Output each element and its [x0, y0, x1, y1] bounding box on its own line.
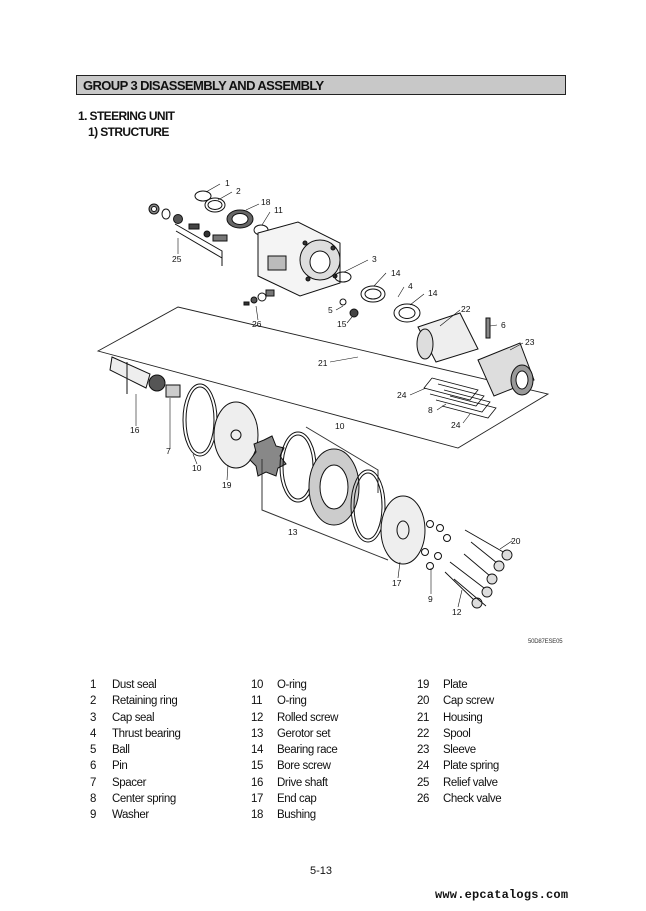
callout-14b: 14	[428, 288, 438, 298]
callout-3: 3	[372, 254, 377, 264]
callout-2: 2	[236, 186, 241, 196]
assembly-outline	[96, 306, 550, 449]
section-title: 1. STEERING UNIT	[78, 109, 175, 123]
callout-24b: 24	[451, 420, 461, 430]
callout-9: 9	[428, 594, 433, 604]
page-number: 5-13	[310, 865, 333, 877]
relief-valve-parts	[148, 203, 228, 266]
callout-14a: 14	[391, 268, 401, 278]
callout-24a: 24	[397, 390, 407, 400]
callout-21: 21	[318, 358, 328, 368]
screws	[444, 529, 513, 609]
watermark-url: www.epcatalogs.com	[435, 888, 569, 902]
leader-lines	[135, 183, 524, 608]
callout-17: 17	[392, 578, 402, 588]
callout-26: 26	[252, 319, 262, 329]
callout-18: 18	[261, 197, 271, 207]
exploded-view-diagram: 1 2 18 11 3 14 4 14 5 15 22 6 23 21 25 2…	[96, 178, 550, 617]
callout-23: 23	[525, 337, 535, 347]
seal-rings	[194, 190, 269, 236]
callout-12: 12	[452, 607, 462, 617]
callout-labels: 1 2 18 11 3 14 4 14 5 15 22 6 23 21 25 2…	[130, 178, 535, 617]
callout-20: 20	[511, 536, 521, 546]
callout-8: 8	[428, 405, 433, 415]
callout-22: 22	[461, 304, 471, 314]
callout-7: 7	[166, 446, 171, 456]
callout-16: 16	[130, 425, 140, 435]
washers	[421, 520, 451, 570]
callout-10a: 10	[192, 463, 202, 473]
callout-19: 19	[222, 480, 232, 490]
group-title: GROUP 3 DISASSEMBLY AND ASSEMBLY	[76, 75, 566, 95]
callout-25: 25	[172, 254, 182, 264]
callout-1: 1	[225, 178, 230, 188]
section-subtitle: 1) STRUCTURE	[88, 125, 169, 139]
gerotor-star	[249, 435, 287, 477]
callout-13: 13	[288, 527, 298, 537]
callout-10b: 10	[335, 421, 345, 431]
check-valve-parts	[243, 289, 275, 306]
drive-shaft	[109, 356, 166, 394]
callout-4: 4	[408, 281, 413, 291]
callout-11: 11	[274, 205, 283, 215]
housing-body	[257, 221, 341, 297]
plate-springs	[423, 377, 497, 419]
callout-15: 15	[337, 319, 347, 329]
callout-6: 6	[501, 320, 506, 330]
spool-sleeve	[416, 312, 535, 397]
figure-id: 50D87ESE05	[528, 639, 563, 645]
callout-5: 5	[328, 305, 333, 315]
